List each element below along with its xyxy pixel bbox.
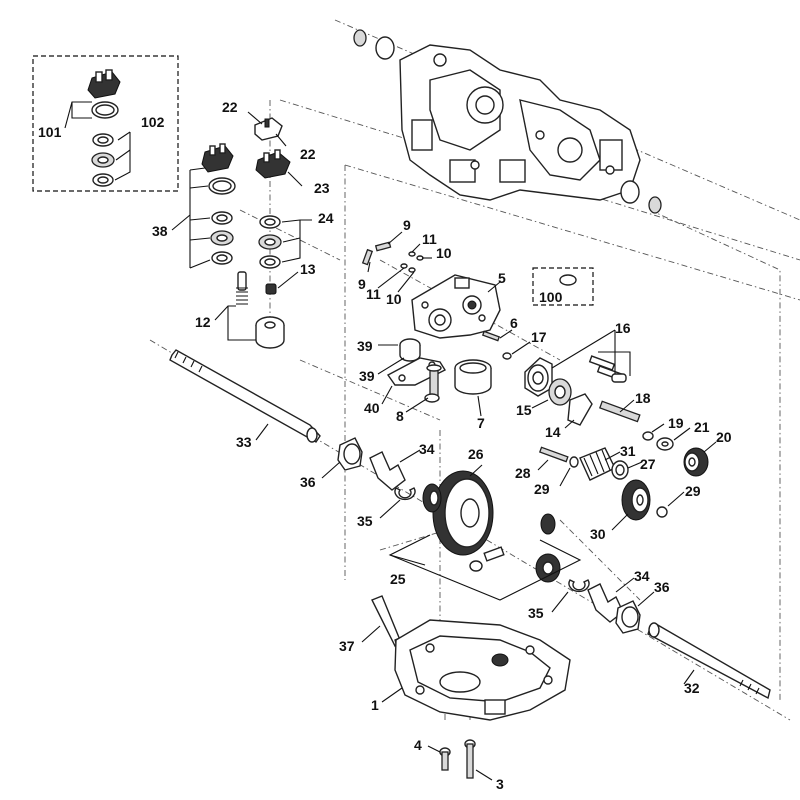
seal-stack-38	[171, 143, 236, 269]
label-17: 17	[531, 329, 547, 345]
callout-labels: 101 102 22 22 23 38 24 13 12 9 9 11 11 1…	[38, 99, 732, 792]
label-6: 6	[510, 315, 518, 331]
label-1: 1	[371, 697, 379, 713]
label-10-top: 10	[436, 245, 452, 261]
label-15: 15	[516, 402, 532, 418]
pin-6	[481, 329, 513, 342]
label-28: 28	[515, 465, 531, 481]
label-34-left: 34	[419, 441, 435, 457]
label-3: 3	[496, 776, 504, 792]
label-26: 26	[468, 446, 484, 462]
label-14: 14	[545, 424, 561, 440]
label-25: 25	[390, 571, 406, 587]
label-22-bottom: 22	[300, 146, 316, 162]
label-21: 21	[694, 419, 710, 435]
bearing-caps-22-23	[247, 111, 303, 187]
label-101: 101	[38, 124, 62, 140]
label-9-top: 9	[403, 217, 411, 233]
label-13: 13	[300, 261, 316, 277]
gear-train-27-31	[537, 446, 685, 531]
label-35-right: 35	[528, 605, 544, 621]
label-40: 40	[364, 400, 380, 416]
label-102: 102	[141, 114, 165, 130]
label-20: 20	[716, 429, 732, 445]
clip-35-right	[551, 579, 590, 613]
label-36-left: 36	[300, 474, 316, 490]
label-18: 18	[635, 390, 651, 406]
upper-housing	[353, 29, 662, 214]
label-23: 23	[314, 180, 330, 196]
label-31: 31	[620, 443, 636, 459]
label-9-bottom: 9	[358, 276, 366, 292]
label-5: 5	[498, 270, 506, 286]
axle-32	[647, 622, 771, 700]
bushing-36-right	[615, 591, 655, 634]
label-12: 12	[195, 314, 211, 330]
label-29-right: 29	[685, 483, 701, 499]
label-39-top: 39	[357, 338, 373, 354]
clip-35-left	[379, 487, 416, 519]
bushing-36-left	[321, 437, 363, 479]
label-8: 8	[396, 408, 404, 424]
sleeve-7	[454, 359, 492, 417]
differential-25-26	[388, 464, 582, 601]
label-11-bottom: 11	[366, 286, 381, 302]
label-34-right: 34	[634, 568, 650, 584]
label-11-top: 11	[422, 231, 437, 247]
pins-9-10-11	[361, 231, 432, 293]
kit-box-100	[532, 267, 594, 306]
pump-shaft-18	[599, 399, 641, 423]
ring-gear-26	[432, 470, 494, 556]
screws-3-4	[427, 739, 493, 781]
label-32: 32	[684, 680, 700, 696]
lower-housing-1	[381, 619, 571, 721]
parts-39-40-8	[377, 338, 447, 413]
label-30: 30	[590, 526, 606, 542]
seal-stack-24	[258, 215, 312, 269]
label-19: 19	[668, 415, 684, 431]
valve-body-5	[411, 274, 501, 339]
label-35-left: 35	[357, 513, 373, 529]
kit-box-101-102	[32, 55, 179, 192]
parts-19-21-20	[642, 423, 717, 477]
check-valve-12-13	[214, 271, 299, 349]
label-24: 24	[318, 210, 334, 226]
label-29-left: 29	[534, 481, 550, 497]
label-16: 16	[615, 320, 631, 336]
label-4: 4	[414, 737, 422, 753]
label-37: 37	[339, 638, 355, 654]
label-33: 33	[236, 434, 252, 450]
axle-33	[169, 349, 321, 443]
label-100: 100	[539, 289, 563, 305]
label-38: 38	[152, 223, 168, 239]
label-7: 7	[477, 415, 485, 431]
label-36-right: 36	[654, 579, 670, 595]
pump-parts-14-17	[502, 329, 631, 429]
label-39-bottom: 39	[359, 368, 375, 384]
retainer-34-right	[587, 577, 635, 623]
label-10-bottom: 10	[386, 291, 402, 307]
retainer-34-left	[369, 449, 421, 491]
label-27: 27	[640, 456, 656, 472]
label-22-top: 22	[222, 99, 238, 115]
